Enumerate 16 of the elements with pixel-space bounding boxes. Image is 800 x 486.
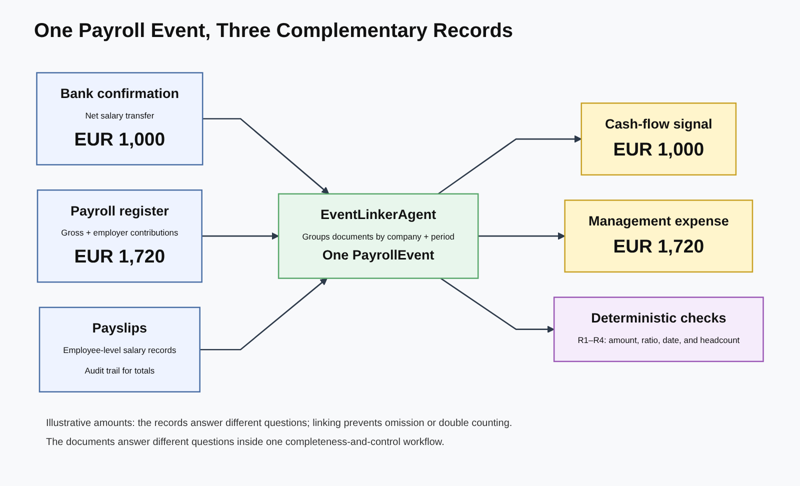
node-box: Payslips Employee-level salary records Audit trail for totals [38, 306, 200, 392]
node-box: Payroll register Gross + employer contributions EUR 1,720 [36, 189, 202, 282]
node-box: Bank confirmation Net salary transfer EUR 1,000 [36, 72, 204, 166]
arrow [478, 232, 566, 240]
node-box: Cash-flow signal EUR 1,000 [580, 102, 737, 176]
arrow [440, 277, 554, 333]
node-box: Deterministic checks R1–R4: amount, ratio, date, and headcount [553, 296, 764, 362]
arrow [438, 135, 582, 194]
arrow [202, 232, 279, 240]
arrow [200, 278, 328, 350]
node-box: Management expense EUR 1,720 [564, 199, 754, 272]
arrow [202, 118, 330, 194]
footnote-text: Illustrative amounts: the records answer different questions; linking prevents omission or double counting. [46, 418, 512, 429]
footnote-text: The documents answer different questions inside one completeness-and-control workflow. [46, 437, 446, 448]
node-box: EventLinkerAgent Groups documents by company + period One PayrollEvent [278, 192, 479, 279]
diagram-title: One Payroll Event, Three Complementary Records [34, 20, 514, 43]
